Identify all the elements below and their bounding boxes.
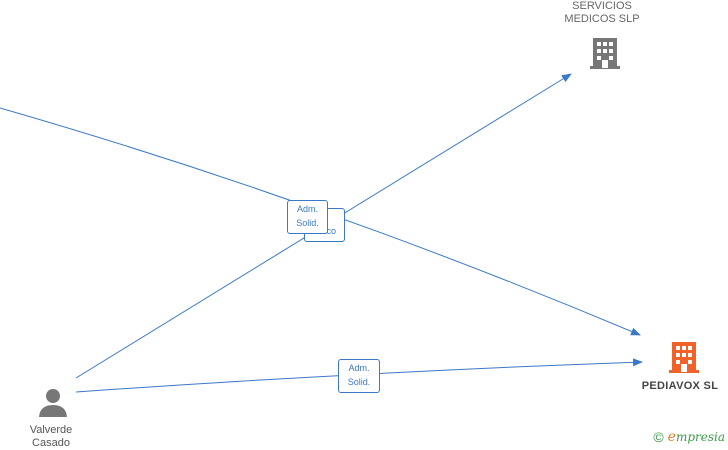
edge-label-top-front-line1: Adm. (296, 204, 318, 214)
edge-label-bottom-line2: Solid. (347, 377, 371, 387)
servicios-line2: MEDICOS SLP (564, 13, 640, 25)
edge-label-top-front[interactable]: Adm. Solid. (287, 200, 328, 234)
building-highlight-icon[interactable] (668, 340, 700, 374)
servicios-medicos-label[interactable]: SERVICIOS MEDICOS SLP (552, 0, 652, 26)
building-icon[interactable] (589, 36, 621, 70)
person-line2: Casado (32, 437, 70, 449)
edge-label-bottom[interactable]: Adm. Solid. (338, 359, 380, 393)
brand-rest: mpresia (675, 430, 725, 444)
servicios-line1: SERVICIOS (572, 0, 632, 12)
person-label[interactable]: Valverde Casado (14, 424, 88, 450)
edge-label-top-front-line2: Solid. (296, 218, 319, 228)
brand-watermark: © empresia (653, 429, 725, 445)
edge-label-bottom-line1: Adm. (348, 363, 370, 373)
person-line1: Valverde (29, 424, 73, 436)
brand-e: e (667, 429, 676, 445)
person-icon[interactable] (37, 387, 69, 419)
pediavox-label[interactable]: PEDIAVOX SL (641, 380, 719, 392)
brand-name: empresia (668, 429, 725, 445)
copyright-symbol: © (653, 429, 664, 445)
